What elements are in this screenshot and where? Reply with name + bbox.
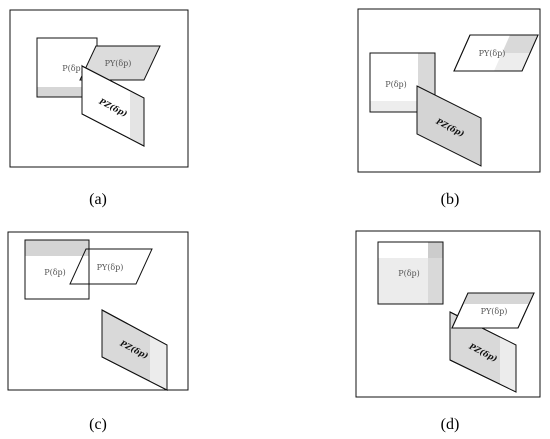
pz-parallelogram bbox=[416, 85, 482, 167]
p-square-outline bbox=[377, 241, 444, 305]
py-outline bbox=[451, 292, 535, 329]
panel-b: PY(δp) P(δp) PZ(δp) (b) bbox=[357, 8, 541, 208]
panel-caption: (b) bbox=[441, 191, 460, 208]
pz-outline bbox=[101, 309, 168, 391]
py-shaded-lower bbox=[494, 53, 530, 71]
p-label: P(δp) bbox=[398, 269, 420, 278]
py-shaded-right bbox=[502, 35, 538, 53]
py-label: PY(δp) bbox=[105, 59, 132, 68]
panel-a: P(δp) PY(δp) PZ(δp) (a) bbox=[9, 9, 189, 208]
panel-c: P(δp) PY(δp) PZ(δp) (c) bbox=[7, 231, 189, 433]
pz-light-strip bbox=[500, 337, 516, 392]
p-square-shaded-strip bbox=[37, 87, 97, 97]
panel-caption: (c) bbox=[89, 416, 107, 433]
py-label: PY(δp) bbox=[97, 263, 124, 272]
panel-caption: (d) bbox=[441, 416, 460, 433]
p-label: P(δp) bbox=[44, 268, 66, 277]
panel-caption: (a) bbox=[89, 191, 107, 208]
pz-shaded-strip bbox=[130, 92, 144, 146]
p-square-outline bbox=[369, 52, 436, 113]
p-label: P(δp) bbox=[385, 80, 407, 89]
pz-outline bbox=[81, 65, 145, 147]
p-square-dark-corner bbox=[428, 242, 443, 258]
py-shaded-top bbox=[463, 293, 534, 304]
pz-outline bbox=[449, 311, 517, 393]
p-square-outline bbox=[24, 239, 90, 300]
p-square-shaded-bottom bbox=[370, 101, 418, 112]
pz-light-strip bbox=[150, 336, 167, 390]
py-label: PY(δp) bbox=[481, 307, 508, 316]
p-label: P(δp) bbox=[62, 64, 84, 73]
py-parallelogram bbox=[69, 248, 153, 285]
p-square-shaded-top bbox=[25, 240, 89, 256]
p-square-white-area bbox=[378, 242, 428, 258]
panel-d: P(δp) PZ(δp) PY(δp) (d) bbox=[355, 230, 541, 433]
p-square-mid-strip bbox=[428, 258, 443, 304]
py-outline bbox=[453, 34, 539, 72]
py-label: PY(δp) bbox=[479, 49, 506, 58]
